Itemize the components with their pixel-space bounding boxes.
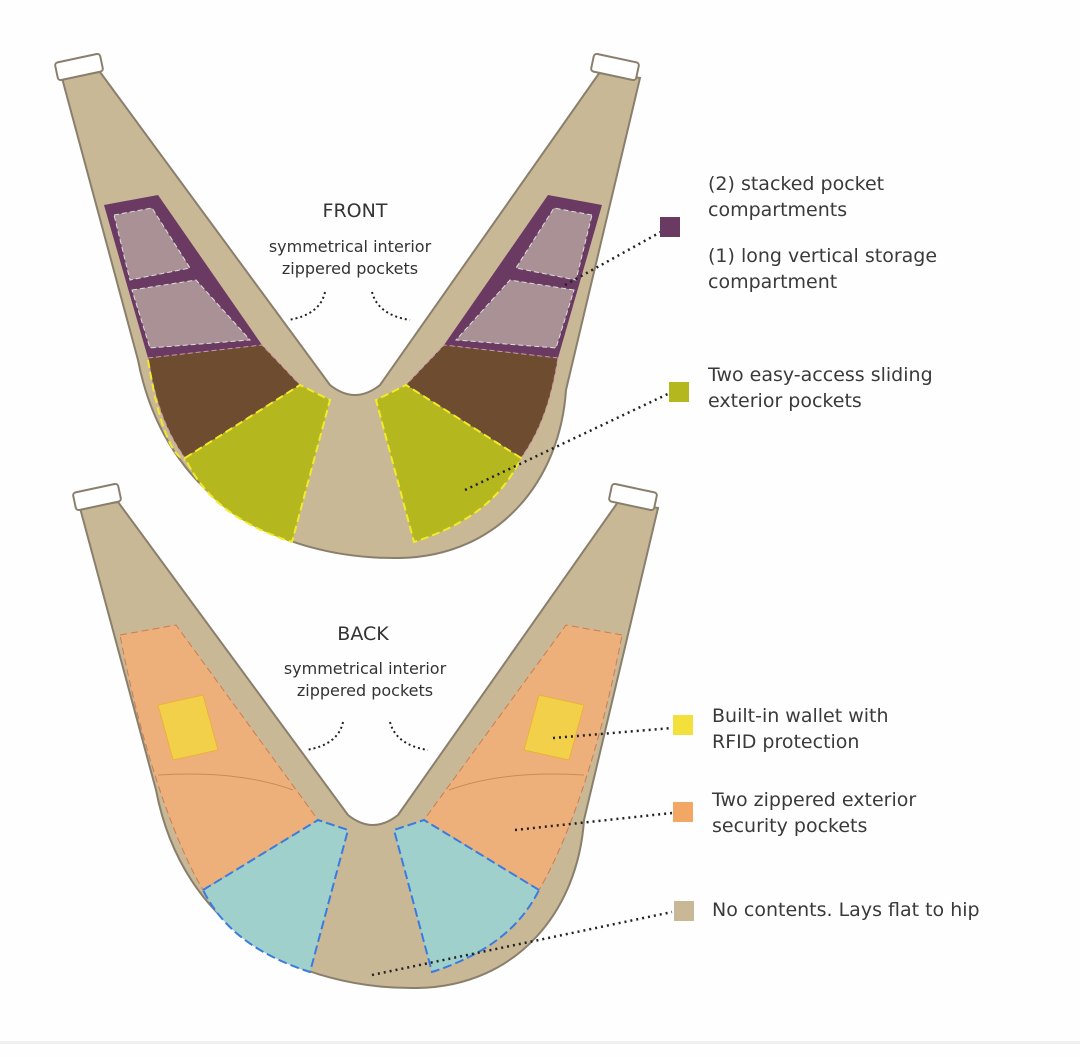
legend-swatch-purple bbox=[660, 217, 680, 237]
back-right-pockets bbox=[392, 624, 623, 974]
legend-wallet: Built-in wallet with RFID protection bbox=[712, 705, 889, 753]
legend-sliding-pockets: Two easy-access sliding exterior pockets bbox=[708, 364, 933, 412]
front-right-pockets bbox=[374, 195, 602, 544]
arrow-right-icon bbox=[371, 291, 411, 321]
front-bag bbox=[54, 52, 673, 560]
front-title: FRONT bbox=[322, 200, 388, 222]
legend-vertical-compartment: (1) long vertical storage compartment bbox=[708, 245, 938, 293]
strap-clip-left bbox=[54, 52, 104, 82]
divider bbox=[0, 1041, 1080, 1044]
back-bag bbox=[72, 482, 659, 990]
front-subtitle: symmetrical interior zippered pockets bbox=[268, 237, 432, 278]
legend-swatch-orange bbox=[673, 802, 693, 822]
legend-security-pockets: Two zippered exterior security pockets bbox=[712, 789, 917, 837]
legend-swatch-yellow bbox=[673, 715, 693, 735]
front-left-pockets bbox=[104, 195, 332, 544]
back-title: BACK bbox=[337, 623, 389, 645]
leader-line bbox=[464, 390, 673, 492]
strap-clip-right bbox=[590, 52, 640, 82]
legend-stacked-pockets: (2) stacked pocket compartments bbox=[708, 173, 885, 221]
back-subtitle: symmetrical interior zippered pockets bbox=[283, 659, 447, 700]
arrow-left-icon bbox=[287, 291, 326, 321]
legend-swatch-tan bbox=[674, 901, 694, 921]
leader-line bbox=[514, 811, 673, 832]
back-left-pockets bbox=[119, 624, 350, 974]
legend-swatch-green bbox=[669, 382, 689, 402]
legend-no-contents: No contents. Lays flat to hip bbox=[712, 899, 980, 921]
leader-line bbox=[564, 226, 669, 287]
leader-line bbox=[552, 726, 673, 740]
